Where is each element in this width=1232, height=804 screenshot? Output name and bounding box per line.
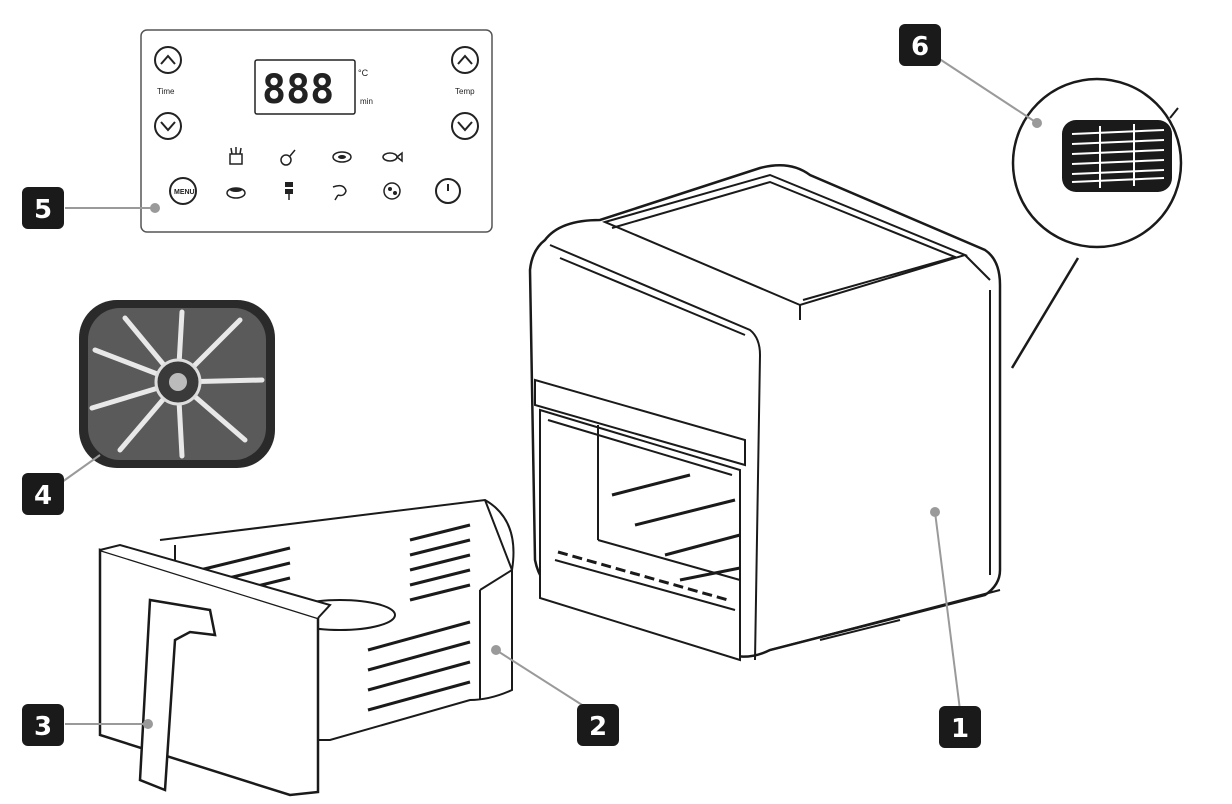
callout-4: 4 [22, 473, 64, 515]
temp-up-icon [451, 46, 479, 74]
menu-label: MENU [174, 189, 195, 196]
time-up-icon [154, 46, 182, 74]
control-panel-illustration: Time Temp 888 °C min [140, 29, 493, 233]
kebab-preset-icon [285, 182, 293, 200]
unit-minutes: min [360, 97, 373, 106]
callout-2: 2 [577, 704, 619, 746]
callout-5: 5 [22, 187, 64, 229]
lcd-digits: 888 [262, 67, 334, 113]
temp-down-icon [451, 112, 479, 140]
callout-4-label: 4 [34, 481, 52, 511]
callout-3-label: 3 [34, 712, 52, 742]
time-label: Time [157, 87, 175, 96]
callout-2-label: 2 [589, 712, 607, 742]
callout-5-label: 5 [34, 195, 52, 225]
time-down-icon [154, 112, 182, 140]
air-fryer-body-illustration [528, 163, 1002, 662]
menu-button-icon: MENU [169, 177, 197, 205]
callout-1-label: 1 [951, 714, 969, 744]
lcd-display [254, 59, 356, 115]
callout-6-label: 6 [911, 32, 929, 62]
fries-preset-icon [229, 147, 243, 165]
leader-dots [143, 118, 1042, 729]
filter-zoom-illustration [1010, 77, 1183, 369]
callout-3: 3 [22, 704, 64, 746]
unit-celsius: °C [358, 68, 369, 78]
steak-preset-icon [332, 151, 352, 163]
basket-illustration [98, 498, 515, 797]
temp-label: Temp [455, 87, 475, 96]
fish-preset-icon [382, 151, 403, 163]
cake-preset-icon [226, 187, 246, 199]
drumstick-preset-icon [280, 149, 296, 166]
crisper-plate-illustration [79, 300, 275, 468]
callout-6: 6 [899, 24, 941, 66]
shrimp-preset-icon [332, 184, 347, 201]
pizza-preset-icon [383, 182, 401, 200]
power-button-icon [435, 178, 461, 204]
callout-1: 1 [939, 706, 981, 748]
